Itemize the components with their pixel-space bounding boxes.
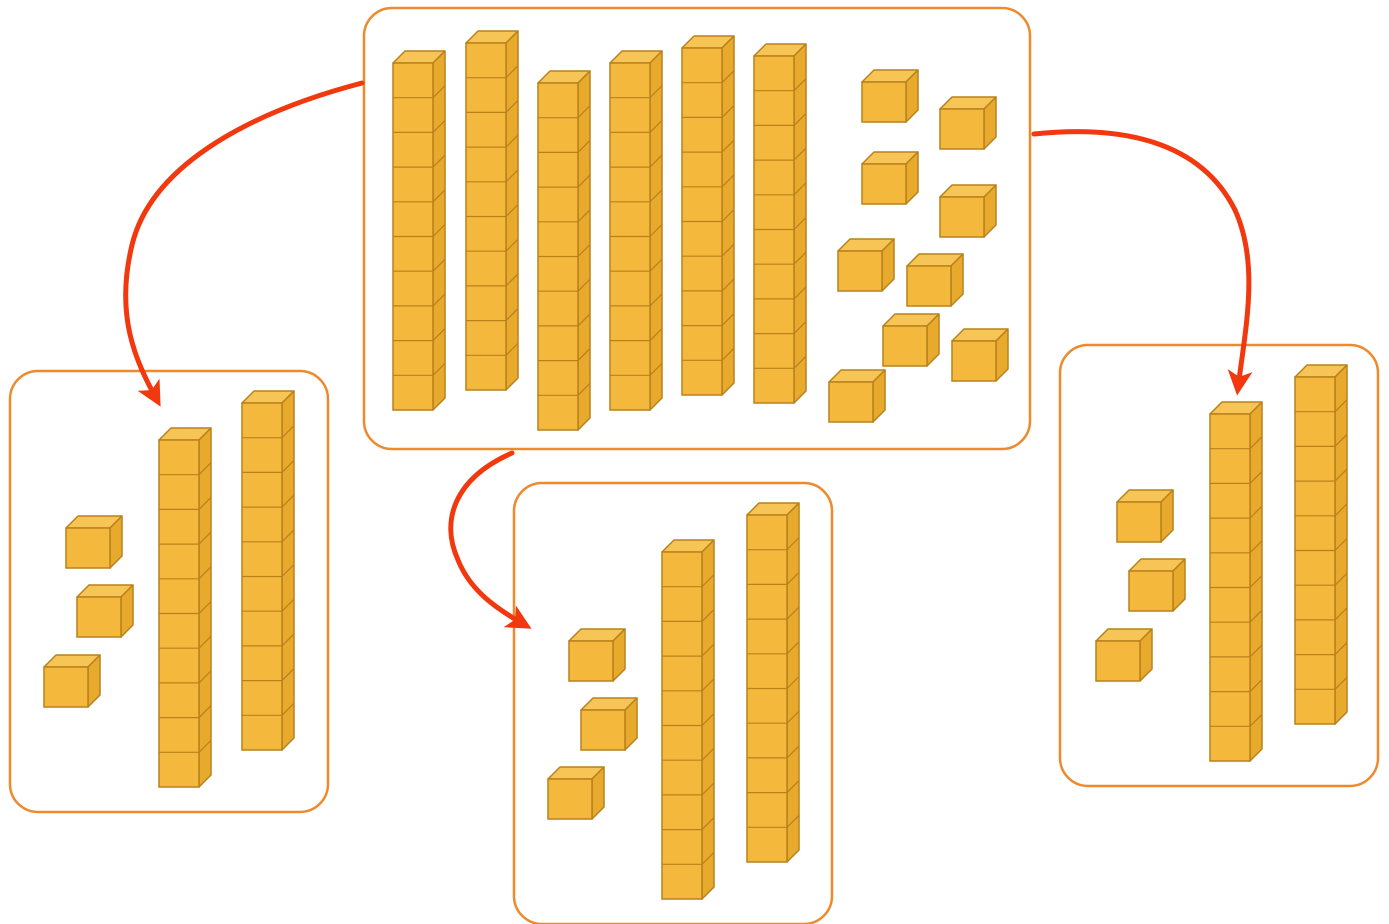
unit-cube (43, 654, 101, 708)
unit-cube (1095, 628, 1153, 682)
unit-cube (861, 151, 919, 205)
unit-cube (1128, 558, 1186, 612)
tens-rod (465, 30, 519, 391)
arrow-to-share-left (123, 80, 365, 407)
tens-rod (746, 502, 800, 863)
share-right-blocks (1095, 364, 1348, 762)
tens-rod (1294, 364, 1348, 725)
unit-cube (906, 253, 964, 307)
tens-rod (609, 50, 663, 411)
unit-cube (861, 69, 919, 123)
unit-cube (580, 697, 638, 751)
unit-cube (951, 328, 1009, 382)
unit-cube (828, 369, 886, 423)
unit-cube (939, 184, 997, 238)
unit-cube (65, 515, 123, 569)
tens-rod (661, 539, 715, 900)
tens-rod (392, 50, 446, 411)
unit-cube (882, 313, 940, 367)
tens-rod (753, 43, 807, 404)
unit-cube (568, 628, 626, 682)
unit-cube (1116, 489, 1174, 543)
share-left-blocks (43, 390, 295, 788)
unit-cube (76, 584, 134, 638)
tens-rod (537, 70, 591, 431)
unit-cube (837, 238, 895, 292)
original-blocks (392, 30, 1009, 431)
arrow-to-share-right (1031, 129, 1253, 396)
share-middle-blocks (547, 502, 800, 900)
tens-rod (681, 35, 735, 396)
arrow-to-share-middle (448, 450, 532, 629)
tens-rod (241, 390, 295, 751)
tens-rod (1209, 401, 1263, 762)
unit-cube (547, 766, 605, 820)
unit-cube (939, 96, 997, 150)
tens-rod (158, 427, 212, 788)
